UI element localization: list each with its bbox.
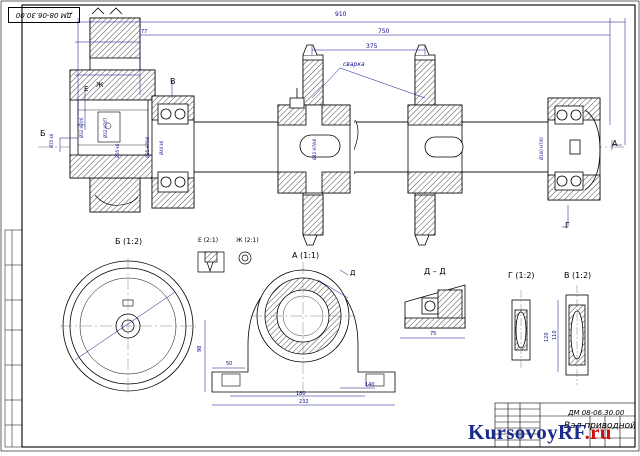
dim-98: 98 [197, 345, 203, 352]
view-title-dd: Д – Д [424, 267, 446, 276]
title-drawing-code: ДМ 08-06.30.00 [568, 409, 625, 417]
view-title-g: Г (1:2) [508, 271, 535, 280]
document-code-stamp: ДМ 08-06.30.00 [8, 7, 80, 23]
fit-2: Ø32 H7/f7 [103, 117, 108, 138]
dim-75: 75 [430, 331, 437, 337]
inner-frame [21, 4, 636, 448]
section-mark-zh: Ж [96, 81, 104, 89]
fit-5: Ø40 k6 [159, 140, 164, 155]
dim-110: 110 [552, 330, 558, 340]
section-mark-e: Е [84, 85, 89, 93]
dimension-lines [59, 18, 626, 228]
dim-232: 232 [299, 399, 309, 405]
dim-120: 120 [544, 332, 550, 342]
side-strip [4, 229, 23, 448]
view-a [204, 262, 396, 406]
fit-7: Ø100 H7/l0 [539, 137, 544, 160]
view-title-v: В (1:2) [564, 271, 592, 280]
view-e [197, 251, 225, 273]
dim-750: 750 [378, 28, 390, 35]
weld-note: сварка [343, 61, 365, 68]
section-mark-a: А [612, 139, 618, 148]
shaft-body [149, 121, 571, 173]
dim-overall: 910 [335, 11, 347, 18]
right-bearing-housing [547, 97, 601, 201]
title-block [494, 402, 636, 448]
fit-1: Ø32 H7/r6 [79, 117, 84, 138]
fit-8: Ø35 k6 [49, 133, 54, 148]
watermark-logo: KursovoyRF.ru [468, 420, 612, 445]
section-mark-g: Г [565, 221, 570, 230]
view-g [511, 290, 531, 370]
fit-6: Ø42 H7/k6 [312, 138, 317, 160]
left-bearing-housing [151, 95, 195, 209]
fit-4: Ø35 H7/k6 [145, 136, 150, 158]
view-title-e: Е (2:1) [198, 237, 219, 244]
view-zh [238, 251, 252, 265]
middle-sprocket-1 [277, 44, 351, 246]
fit-3: Ø35 k6 [115, 143, 120, 158]
watermark-part1: KursovoyRF [468, 420, 585, 444]
view-v [557, 285, 589, 385]
section-mark-b: Б [40, 129, 46, 138]
dim-77: 77 [141, 29, 148, 35]
view-b [60, 258, 196, 394]
view-title-b: Б (1:2) [115, 237, 143, 246]
section-mark-v: В [170, 77, 176, 86]
dim-140: 140 [365, 382, 375, 388]
dim-180: 180 [296, 391, 306, 397]
shaft-assembly [38, 7, 626, 246]
view-title-zh: Ж (2:1) [236, 237, 259, 244]
title-drawing-name: Вал приводной [564, 421, 637, 431]
dim-50: 50 [226, 361, 233, 367]
view-title-a: А (1:1) [292, 251, 320, 260]
dim-375: 375 [366, 43, 378, 50]
view-dd [400, 284, 466, 339]
section-mark-d: Д [350, 269, 356, 277]
middle-sprocket-2 [407, 44, 464, 246]
watermark-part2: .ru [584, 420, 612, 444]
